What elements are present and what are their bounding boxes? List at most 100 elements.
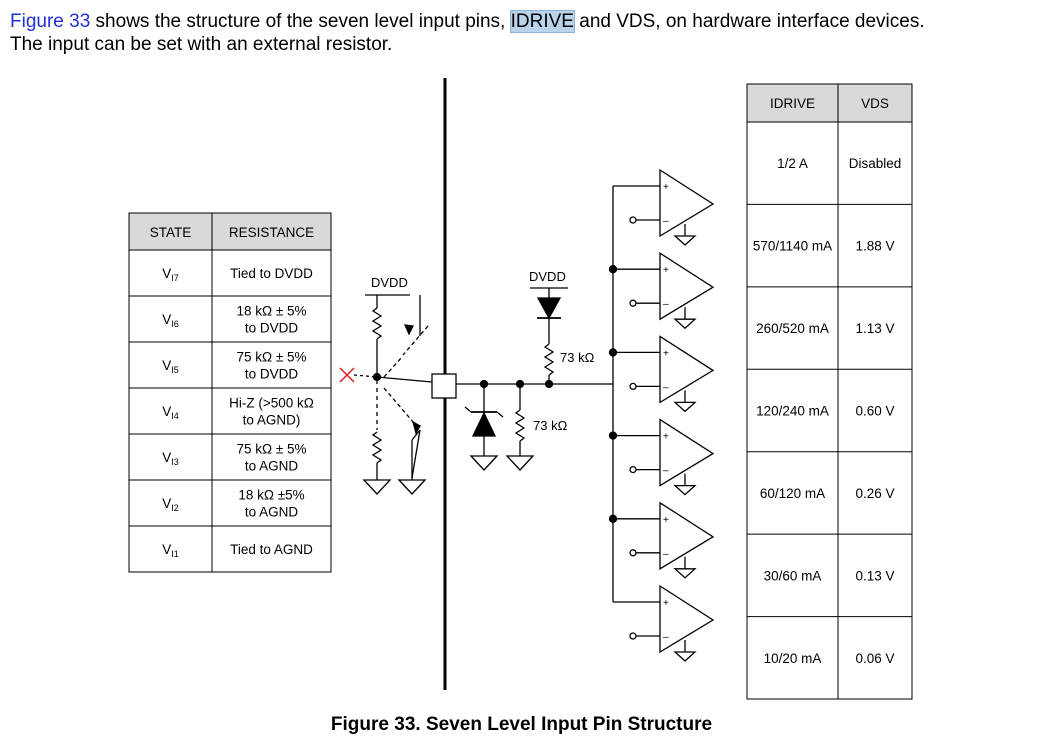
comparator-minus-label: – xyxy=(663,466,669,477)
resistance-cell: 18 kΩ ± 5% xyxy=(236,304,306,319)
bus-junction xyxy=(608,265,618,274)
resistance-cell: 75 kΩ ± 5% xyxy=(236,442,306,457)
vds-header: VDS xyxy=(861,96,889,111)
idrive-cell: 1/2 A xyxy=(777,156,808,171)
pin-box xyxy=(431,373,457,399)
state-cell: VI3 xyxy=(162,450,179,467)
reference-input-terminal xyxy=(629,299,637,307)
cross-mark-icon xyxy=(339,367,355,383)
state-table-header-bg xyxy=(129,213,331,250)
state-resistance-table: STATE RESISTANCE VI7 Tied to DVDD VI6 18 kΩ ±… xyxy=(128,212,332,573)
state-header: STATE xyxy=(150,225,192,240)
ground-internal-2 xyxy=(505,455,535,471)
comparator-minus-label: – xyxy=(663,382,669,393)
resistance-header: RESISTANCE xyxy=(229,225,314,240)
comparator-bank: + – + – + – + – + – + – xyxy=(608,168,715,662)
idrive-header: IDRIVE xyxy=(770,96,815,111)
comparator-ground xyxy=(673,235,697,246)
idrive-cell: 120/240 mA xyxy=(756,404,829,419)
vds-cell: 1.13 V xyxy=(855,321,894,336)
idrive-cell: 10/20 mA xyxy=(764,651,822,666)
comparator-ground xyxy=(673,568,697,579)
setting-table-border xyxy=(746,83,913,700)
comparator-icon xyxy=(659,252,715,321)
reference-input-terminal xyxy=(629,382,637,391)
resistance-cell: 75 kΩ ± 5% xyxy=(236,350,306,365)
esd-diode-icon xyxy=(471,411,497,437)
ground-left-1 xyxy=(362,479,392,495)
reference-input-terminal xyxy=(629,465,637,474)
highlighted-term[interactable]: IDRIVE xyxy=(509,10,575,33)
resistance-cell: Tied to AGND xyxy=(230,542,313,557)
intro-text-a: shows the structure of the seven level i… xyxy=(90,11,511,32)
switch-lower xyxy=(383,387,421,431)
comparator-ground xyxy=(673,401,697,413)
vds-cell: 0.26 V xyxy=(855,486,894,501)
pullup-resistor-label: 73 kΩ xyxy=(560,350,595,365)
state-cell: VI2 xyxy=(162,496,179,513)
resistance-cell: Tied to DVDD xyxy=(230,266,313,281)
vds-cell: Disabled xyxy=(849,156,902,171)
state-cell: VI6 xyxy=(162,312,179,329)
comparator-plus-label: + xyxy=(663,432,669,443)
comparator-minus-label: – xyxy=(663,216,669,227)
pullup-diode-icon xyxy=(536,297,562,320)
dvdd-right-label: DVDD xyxy=(529,269,566,284)
comparator-minus-label: – xyxy=(663,299,669,310)
intro-paragraph: Figure 33 shows the structure of the sev… xyxy=(10,10,1034,56)
vds-cell: 0.60 V xyxy=(855,404,894,419)
pullup-resistor-zigzag xyxy=(543,343,555,376)
comparator-icon xyxy=(659,584,715,654)
comparator-plus-label: + xyxy=(663,348,669,359)
reference-input-terminal xyxy=(629,632,637,640)
comparator-minus-label: – xyxy=(663,632,669,643)
figure-link[interactable]: Figure 33 xyxy=(10,11,91,32)
bus-junction xyxy=(608,348,618,357)
reference-input-terminal xyxy=(629,216,637,224)
switch-upper-arrow xyxy=(403,324,414,336)
dvdd-left-label: DVDD xyxy=(371,275,408,290)
pulldown-resistor-label: 73 kΩ xyxy=(533,418,568,433)
idrive-cell: 60/120 mA xyxy=(760,486,825,501)
vds-cell: 1.88 V xyxy=(855,239,894,254)
vds-cell: 0.13 V xyxy=(855,568,894,583)
intro-text-b: and VDS, on hardware interface devices. xyxy=(573,11,925,32)
intro-line-2: The input can be set with an external re… xyxy=(10,34,393,55)
setting-table-header-bg xyxy=(747,84,912,122)
comparator-minus-label: – xyxy=(663,549,669,560)
vds-cell: 0.06 V xyxy=(855,651,894,666)
switch-lower-arrow xyxy=(411,420,421,435)
comparator-plus-label: + xyxy=(663,515,669,526)
comparator-plus-label: + xyxy=(663,265,669,276)
bus-junction xyxy=(608,514,618,523)
pulldown-resistor-zigzag xyxy=(514,409,526,442)
comparator-icon xyxy=(659,335,715,404)
ground-left-2 xyxy=(397,479,427,495)
input-circuit: DVDD xyxy=(339,78,715,690)
resistance-cell: Hi-Z (>500 kΩ xyxy=(229,396,314,411)
resistance-cell: to AGND xyxy=(245,505,299,520)
comparator-ground xyxy=(673,318,697,330)
state-cell: VI1 xyxy=(162,542,179,559)
comparator-ground xyxy=(673,651,697,662)
comparator-plus-label: + xyxy=(663,598,669,609)
comparator-plus-label: + xyxy=(663,182,669,193)
comparator-ground xyxy=(673,484,697,496)
resistance-cell: to DVDD xyxy=(245,367,299,382)
resistor-upper-zigzag xyxy=(371,307,383,340)
resistor-lower-zigzag xyxy=(371,431,383,464)
resistance-cell: to AGND xyxy=(245,459,299,474)
comparator-icon xyxy=(659,418,715,487)
reference-input-terminal xyxy=(629,549,637,557)
resistance-cell: to DVDD xyxy=(245,321,299,336)
state-cell: VI7 xyxy=(162,266,179,283)
idrive-cell: 260/520 mA xyxy=(756,321,829,336)
switch-upper xyxy=(402,325,429,356)
resistance-cell: to AGND) xyxy=(243,413,301,428)
ground-internal-1 xyxy=(469,455,499,471)
figure-caption: Figure 33. Seven Level Input Pin Structu… xyxy=(330,714,713,735)
resistance-cell: 18 kΩ ±5% xyxy=(238,488,304,503)
state-cell: VI4 xyxy=(162,404,179,421)
